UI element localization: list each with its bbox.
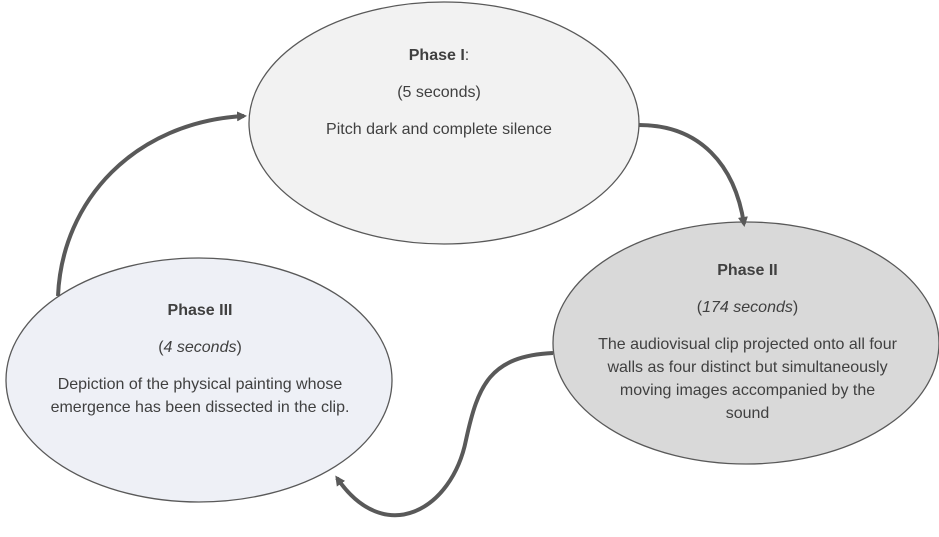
phase-2-duration-value: 174 seconds — [702, 299, 793, 316]
phase-2-duration: (174 seconds) — [590, 296, 905, 319]
arrow-phase3-to-phase1 — [56, 111, 247, 297]
phase-1-title: Phase I: — [289, 44, 589, 67]
phase-3-duration-close: ) — [236, 339, 242, 356]
phase-1-duration: (5 seconds) — [289, 81, 589, 104]
phase-3-node: Phase III (4 seconds) Depiction of the p… — [30, 299, 370, 419]
arrow-phase2-to-phase3 — [335, 351, 554, 518]
phase-2-duration-close: ) — [792, 299, 799, 316]
phase-2-description: The audiovisual clip projected onto all … — [598, 336, 897, 422]
phase-1-duration-close: ) — [475, 84, 481, 101]
arrow-phase1-to-phase2 — [638, 123, 748, 227]
phase-3-duration: (4 seconds) — [30, 336, 370, 359]
phase-2-duration-open: ( — [696, 299, 703, 316]
phase-1-duration-open: ( — [397, 84, 403, 101]
phase-1-node: Phase I: (5 seconds) Pitch dark and comp… — [289, 44, 589, 141]
phase-2-title: Phase II — [717, 262, 778, 279]
phase-3-description: Depiction of the physical painting whose… — [50, 376, 350, 416]
phase-1-title-suffix: : — [464, 47, 470, 64]
phase-3-ellipse — [5, 257, 393, 503]
phase-1-duration-value: 5 seconds — [402, 84, 476, 101]
phase-3-duration-value: 4 seconds — [163, 339, 237, 356]
phase-3-duration-open: ( — [158, 339, 164, 356]
phase-2-node: Phase II (174 seconds) The audiovisual c… — [590, 259, 905, 425]
phase-1-description: Pitch dark and complete silence — [326, 121, 552, 138]
phase-3-title: Phase III — [167, 302, 233, 319]
phase-1-title-main: Phase I — [408, 47, 465, 64]
